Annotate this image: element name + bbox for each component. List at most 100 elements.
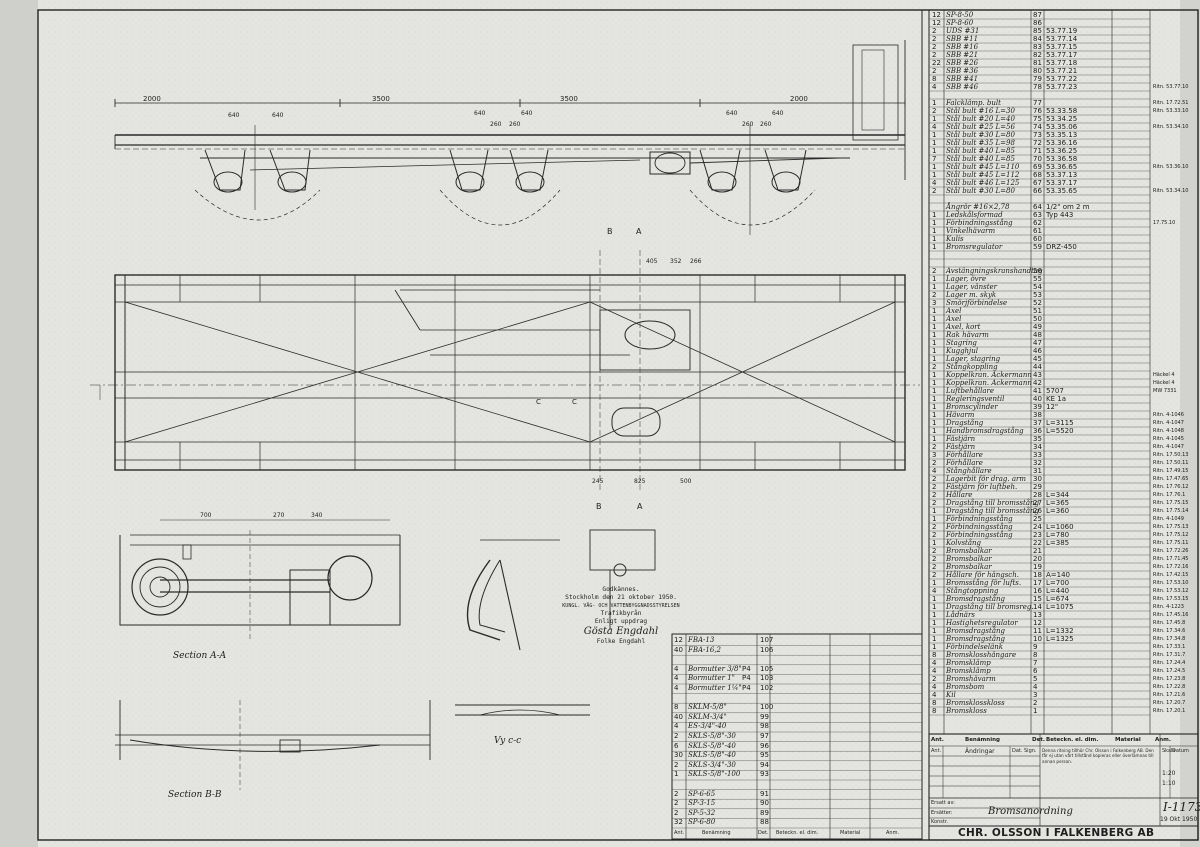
parts-cell-name: Avstängningskranshandtag — [946, 267, 1043, 275]
parts-cell-no: 41 — [1033, 387, 1042, 395]
parts-cell-qty: 2 — [932, 571, 937, 579]
lower-cell-name: SKLS-5/8"-40 — [688, 741, 736, 750]
parts-cell-no: 77 — [1033, 99, 1042, 107]
parts-cell-ref: 53.77.23 — [1046, 83, 1078, 91]
section-marker-a-top: A — [636, 227, 642, 236]
parts-cell-ref: Typ 443 — [1046, 211, 1074, 219]
parts-cell-qty: 2 — [932, 555, 937, 563]
parts-cell-name: Förhållare — [946, 451, 983, 459]
parts-cell-name: Bromsdragstång — [946, 635, 1005, 643]
parts-cell-anm: Ritn. 17.34.6 — [1153, 628, 1186, 634]
parts-header-anm: Anm. — [1155, 737, 1171, 743]
section-aa-drawing — [119, 519, 401, 640]
lower-header-matl: Material — [840, 830, 861, 836]
parts-cell-qty: 1 — [932, 627, 937, 635]
parts-header-matl: Material — [1115, 737, 1141, 743]
parts-cell-name: Stål bult #45 L=112 — [946, 171, 1020, 179]
parts-cell-qty: 1 — [932, 595, 937, 603]
parts-cell-anm: Ritn. 17.22.8 — [1153, 684, 1186, 690]
parts-cell-qty: 1 — [932, 307, 937, 315]
parts-cell-name: Stål bult #20 L=40 — [946, 115, 1015, 123]
parts-cell-ref: 53.37.13 — [1046, 171, 1078, 179]
parts-cell-no: 70 — [1033, 155, 1042, 163]
parts-cell-name: Stångkoppling — [946, 363, 998, 371]
lower-cell-name: SKLM-3/4" — [688, 712, 727, 721]
parts-cell-name: Bromsdragstång — [946, 627, 1005, 635]
parts-cell-anm: Ritn. 4-1045 — [1153, 436, 1184, 442]
parts-cell-ref: L=440 — [1046, 587, 1070, 595]
parts-cell-qty: 12 — [932, 19, 941, 27]
parts-cell-no: 32 — [1033, 459, 1042, 467]
parts-cell-no: 42 — [1033, 379, 1042, 387]
parts-cell-no: 30 — [1033, 475, 1042, 483]
parts-cell-qty: 1 — [932, 403, 937, 411]
parts-cell-anm: Ritn. 17.75.12 — [1153, 532, 1189, 538]
parts-cell-no: 2 — [1033, 699, 1038, 707]
parts-cell-ref: 53.77.18 — [1046, 59, 1078, 67]
parts-cell-qty: 1 — [932, 171, 937, 179]
date-label: Datum — [1172, 748, 1189, 754]
parts-cell-ref: L=5520 — [1046, 427, 1074, 435]
parts-cell-anm: Ritn. 17.45.8 — [1153, 620, 1186, 626]
approval-stamp: Godkännes. Stockholm den 21 oktober 1950… — [546, 586, 696, 646]
parts-cell-qty: 8 — [932, 699, 937, 707]
lower-cell-no: 93 — [760, 770, 769, 779]
lower-cell-qty: 2 — [674, 732, 679, 740]
parts-cell-qty: 1 — [932, 371, 937, 379]
dim-small-6: 640 — [521, 110, 533, 117]
dim-section-a-1: 700 — [200, 512, 212, 519]
parts-cell-qty: 1 — [932, 131, 937, 139]
parts-cell-qty: 2 — [932, 187, 937, 195]
parts-cell-qty: 2 — [932, 675, 937, 683]
parts-cell-anm: Ritn. 53.33.10 — [1153, 108, 1189, 114]
lower-cell-no: 102 — [760, 684, 774, 692]
parts-cell-qty: 3 — [932, 299, 937, 307]
parts-cell-name: Kil — [946, 691, 956, 699]
lower-cell-name: Bormutter 3/8" — [688, 664, 742, 673]
parts-cell-name: Förbindningsstång — [946, 531, 1013, 539]
parts-table-rows — [929, 18, 1150, 716]
parts-cell-no: 17 — [1033, 579, 1042, 587]
lower-cell-name: FBA-16,2 — [688, 645, 722, 654]
parts-cell-ref: L=365 — [1046, 499, 1070, 507]
parts-cell-name: Kulis — [946, 235, 964, 243]
parts-cell-no: 9 — [1033, 643, 1038, 651]
parts-cell-qty: 1 — [932, 99, 937, 107]
parts-cell-ref: 53.35.13 — [1046, 131, 1078, 139]
parts-cell-no: 50 — [1033, 315, 1042, 323]
lower-table-rows — [672, 645, 922, 829]
parts-cell-anm: Ritn. 17.31.7 — [1153, 652, 1186, 658]
parts-cell-name: Stål bult #40 L=85 — [946, 155, 1015, 163]
parts-cell-name: Förbindningsstång — [946, 523, 1013, 531]
lower-cell-qty: 2 — [674, 799, 679, 808]
parts-cell-name: UDS #31 — [946, 27, 980, 35]
parts-cell-name: Bromsregulator — [946, 243, 1003, 251]
parts-cell-no: 16 — [1033, 587, 1042, 595]
parts-cell-name: Stångtoppning — [946, 587, 999, 595]
parts-cell-no: 6 — [1033, 667, 1038, 675]
parts-cell-qty: 4 — [932, 683, 937, 691]
dim-plan-2: 352 — [670, 258, 682, 265]
parts-cell-no: 45 — [1033, 355, 1042, 363]
parts-cell-anm: Ritn. 17.53.12 — [1153, 588, 1189, 594]
parts-cell-anm: Ritn. 17.75.11 — [1153, 540, 1189, 546]
parts-cell-qty: 1 — [932, 579, 937, 587]
parts-cell-name: Axel — [946, 307, 962, 315]
lower-cell-no: 97 — [760, 732, 769, 740]
parts-cell-anm: Ritn. 17.34.8 — [1153, 636, 1186, 642]
parts-cell-no: 22 — [1033, 539, 1042, 547]
dim-side-3: 3500 — [560, 95, 578, 103]
parts-header-no: Det. — [1032, 737, 1046, 743]
lower-cell-qty: 4 — [674, 684, 679, 692]
parts-cell-qty: 1 — [932, 339, 937, 347]
parts-cell-qty: 1 — [932, 163, 937, 171]
parts-cell-anm: Ritn. 17.24.4 — [1153, 660, 1186, 666]
section-marker-b-bottom: B — [596, 502, 602, 511]
parts-cell-anm: Häckel 4 — [1153, 372, 1175, 378]
parts-cell-qty: 1 — [932, 331, 937, 339]
parts-cell-no: 33 — [1033, 451, 1042, 459]
dim-small-4: 260 — [490, 121, 502, 128]
parts-cell-anm: Ritn. 17.75.15 — [1153, 500, 1189, 506]
parts-cell-ref: 53.35.65 — [1046, 187, 1078, 195]
